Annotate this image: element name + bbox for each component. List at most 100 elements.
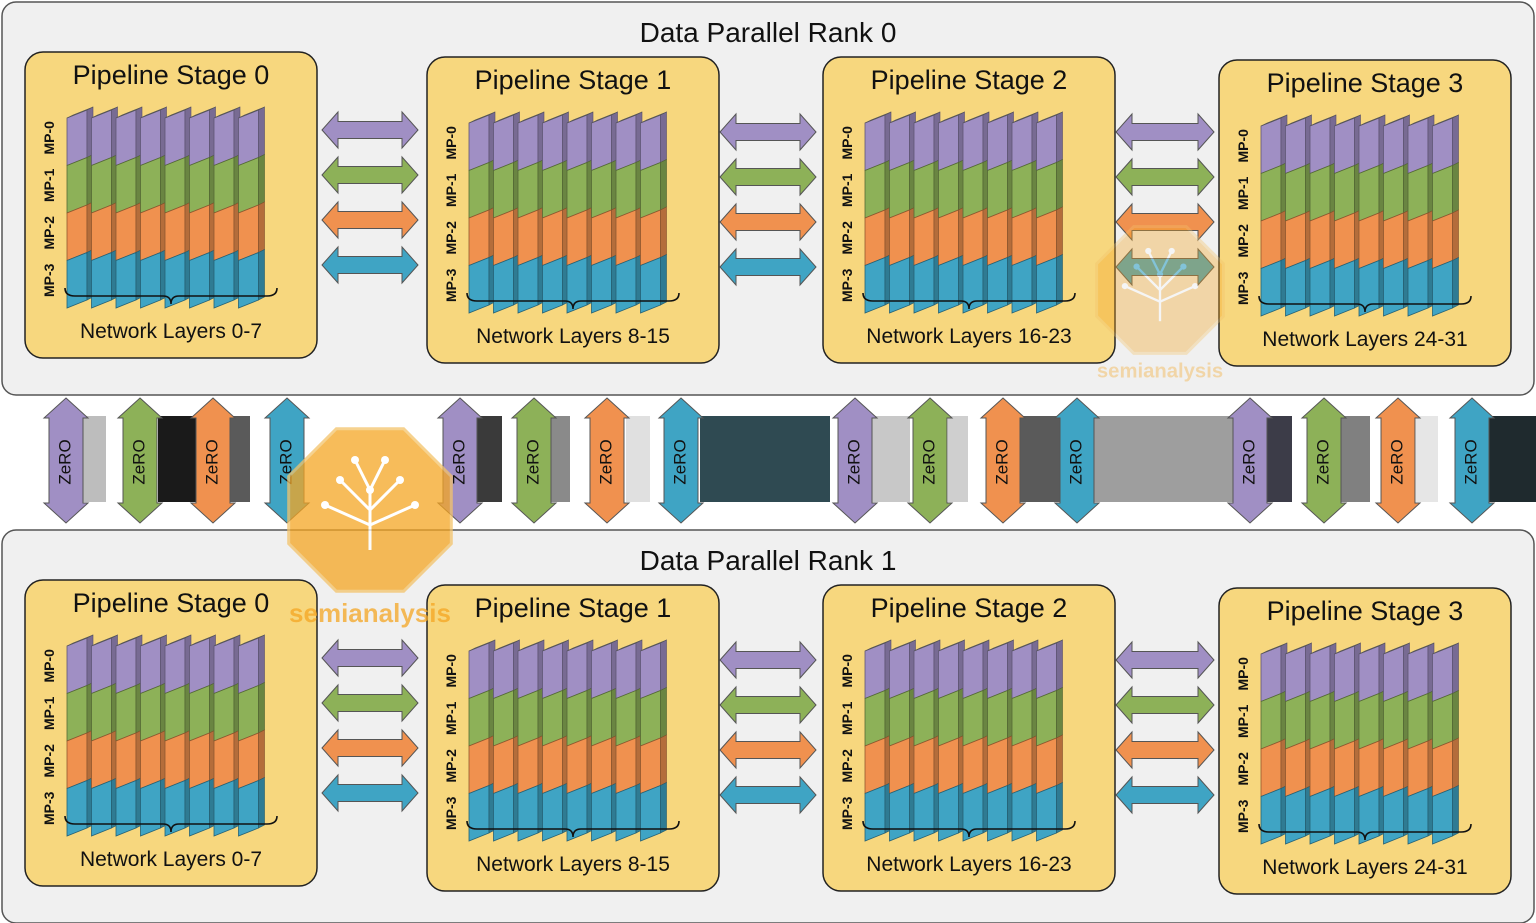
network-layer-slab	[1036, 639, 1063, 842]
mp-label-1: MP-1	[443, 701, 459, 735]
mp-1-segment	[1309, 692, 1331, 750]
mp-2-segment	[468, 737, 490, 795]
network-layer-slab	[615, 639, 643, 842]
mp-3-segment	[1358, 787, 1380, 845]
logo-node	[411, 501, 419, 509]
mp-3-segment	[1334, 259, 1355, 317]
mp-1-segment-side	[1056, 159, 1063, 211]
mp-2-segment-side	[1452, 737, 1459, 789]
mp-2-segment-side	[1056, 206, 1063, 258]
zero-band-gap	[1416, 416, 1438, 502]
mp-3-segment	[913, 784, 935, 842]
mp-0-segment	[1011, 114, 1033, 172]
mp-1-segment	[542, 689, 563, 747]
zero-label: ZeRO	[523, 439, 542, 484]
mp-2-segment	[1309, 740, 1331, 798]
mp-2-segment	[1383, 212, 1404, 270]
mp-label-2: MP-2	[839, 749, 855, 783]
mp-2-segment	[938, 209, 959, 267]
mp-2-segment	[938, 737, 959, 795]
mp-0-segment	[987, 642, 1008, 700]
pipeline-stage-0: Pipeline Stage 0MP-0MP-1MP-2MP-3Network …	[24, 579, 318, 887]
mp-2-segment	[1334, 740, 1355, 798]
mp-0-segment	[493, 114, 514, 172]
mp-label-3: MP-3	[839, 796, 855, 830]
mp-2-segment-side	[660, 734, 667, 786]
mp-1-segment	[1432, 164, 1453, 222]
logo-tree	[1124, 250, 1196, 322]
network-layer-slab	[517, 639, 545, 842]
slab-top	[987, 639, 1014, 652]
network-layer-slab	[493, 639, 520, 842]
mp-3-segment	[962, 256, 984, 314]
mp-2-segment	[1011, 737, 1033, 795]
logo-branch	[369, 503, 416, 527]
mp-1-segment	[66, 684, 88, 742]
logo-node	[366, 486, 374, 494]
mp-0-segment	[1358, 117, 1380, 175]
mp-2-segment	[591, 209, 612, 267]
layers-brace	[1258, 823, 1472, 841]
mp-3-segment	[1036, 784, 1057, 842]
mp-2-segment	[238, 732, 259, 790]
zero-band-gap	[1020, 416, 1060, 502]
mp-1-segment	[213, 684, 235, 742]
mp-3-segment	[591, 784, 612, 842]
slab-top	[1260, 114, 1288, 127]
network-layer-slab	[542, 111, 569, 314]
slab-top	[140, 634, 167, 647]
slab-top	[1260, 642, 1288, 655]
mp-1-segment	[962, 161, 984, 219]
mp-1-segment	[1383, 164, 1404, 222]
mp-1-segment-side	[660, 687, 667, 739]
slab-top	[115, 106, 143, 119]
mp-0-segment	[189, 637, 210, 695]
mp-1-segment	[115, 156, 137, 214]
mp-2-segment	[1358, 212, 1380, 270]
mp-1-segment	[517, 689, 539, 747]
mp-1-segment	[864, 161, 886, 219]
pipeline-arrow-mp-2	[1115, 202, 1215, 242]
network-layer-slab	[1285, 114, 1312, 317]
mp-3-segment-side	[258, 777, 265, 829]
zero-arrow-mp-3	[1053, 397, 1101, 524]
slab-top	[1309, 642, 1337, 655]
mp-1-segment	[517, 161, 539, 219]
network-layer-slab	[517, 111, 545, 314]
mp-0-segment	[889, 642, 910, 700]
mp-0-segment	[164, 109, 186, 167]
mp-label-2: MP-2	[41, 216, 57, 250]
slab-top	[640, 639, 667, 652]
mp-0-segment	[1334, 117, 1355, 175]
mp-label-1: MP-1	[839, 173, 855, 207]
slab-top	[66, 634, 94, 647]
slab-top	[913, 111, 941, 124]
mp-3-segment	[517, 256, 539, 314]
network-layer-slab	[938, 639, 965, 842]
mp-label-3: MP-3	[839, 268, 855, 302]
mp-1-segment	[962, 689, 984, 747]
logo-branch	[1124, 285, 1161, 303]
mp-3-segment	[1285, 787, 1306, 845]
stage-title: Pipeline Stage 1	[475, 593, 672, 623]
mp-1-segment	[938, 689, 959, 747]
network-layer-slab	[1036, 111, 1063, 314]
mp-label-2: MP-2	[443, 749, 459, 783]
slab-top	[1285, 642, 1312, 655]
network-layer-slab	[66, 634, 94, 837]
mp-2-segment	[493, 209, 514, 267]
mp-0-segment	[115, 109, 137, 167]
mp-0-segment	[1407, 117, 1429, 175]
network-layer-slab	[468, 111, 496, 314]
slab-top	[493, 111, 520, 124]
mp-0-segment	[1432, 117, 1453, 175]
pipeline-stage-1: Pipeline Stage 1MP-0MP-1MP-2MP-3Network …	[426, 56, 720, 364]
zero-arrow-mp-1	[510, 397, 558, 524]
slab-top	[591, 111, 618, 124]
mp-label-1: MP-1	[1235, 176, 1251, 210]
slab-top	[213, 634, 241, 647]
slab-top	[140, 106, 167, 119]
mp-label-3: MP-3	[443, 796, 459, 830]
